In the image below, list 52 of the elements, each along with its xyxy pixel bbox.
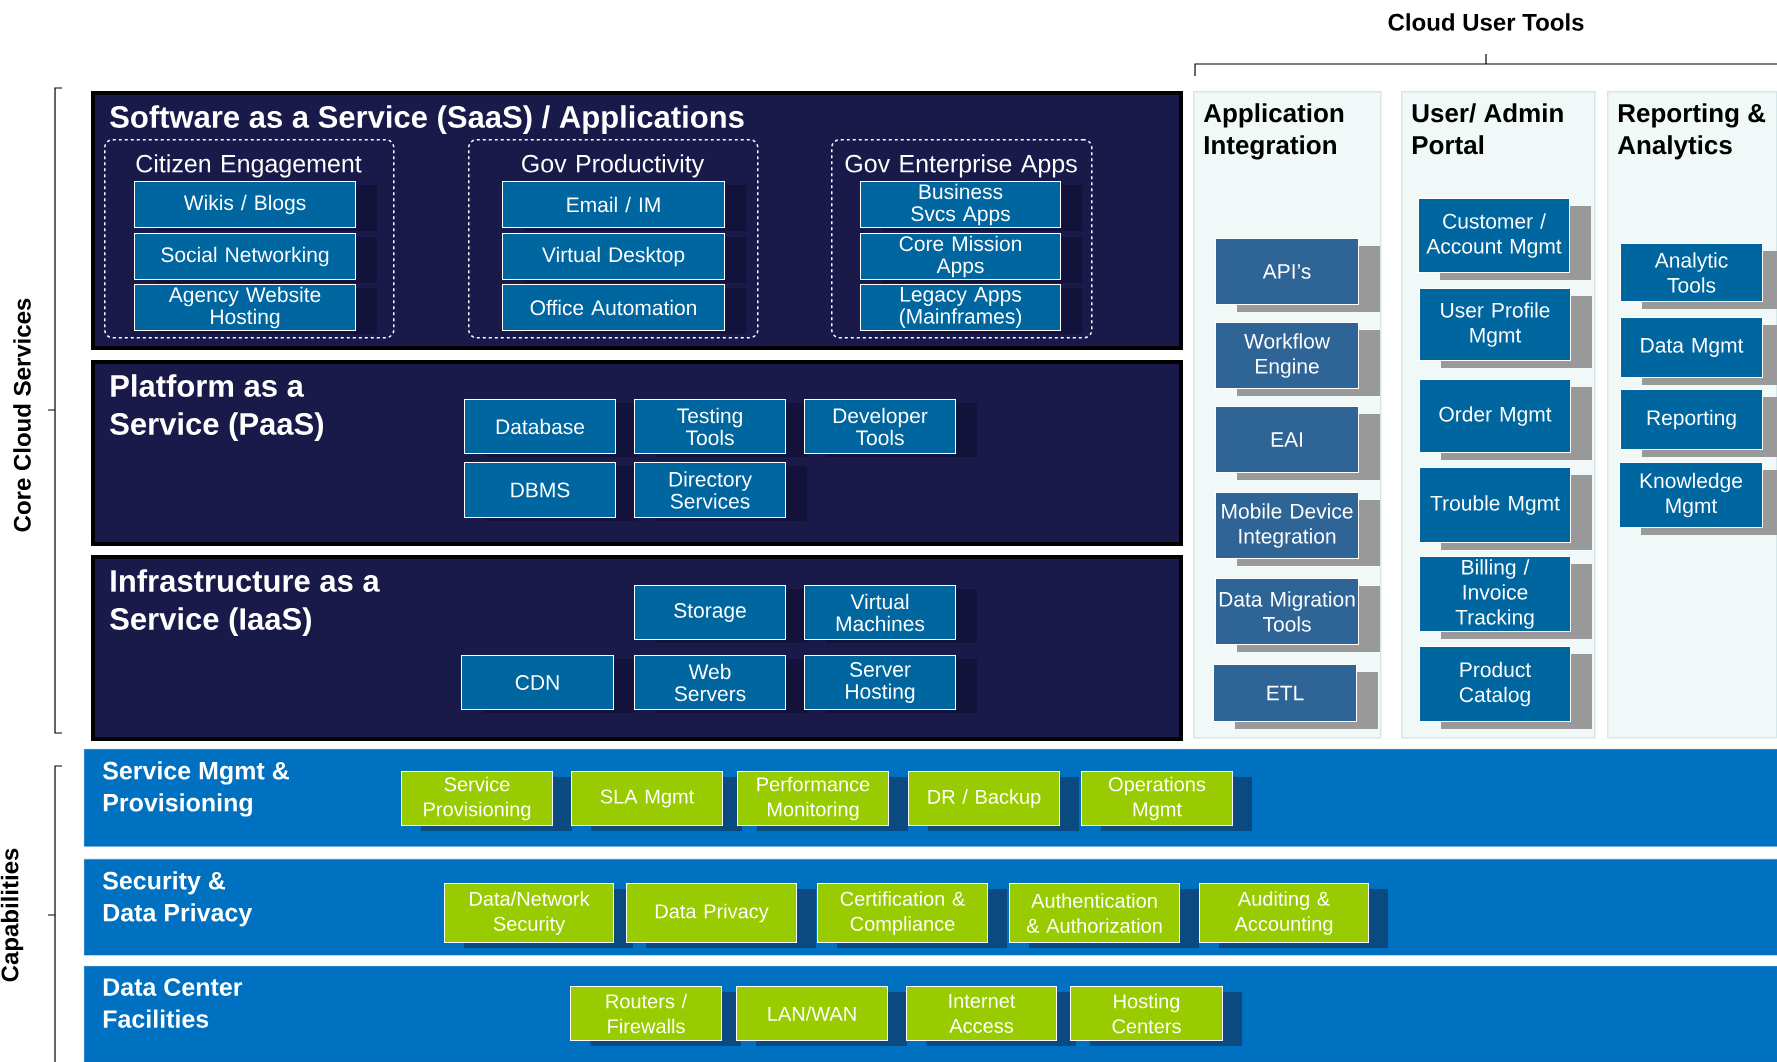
tool-box: Product Catalog (1419, 646, 1592, 729)
capability-box: Performance Monitoring (737, 771, 908, 831)
tool-box: Analytic Tools (1620, 243, 1777, 309)
service-box: Testing Tools (634, 399, 807, 457)
service-box: Web Servers (634, 655, 807, 713)
service-box: Core Mission Apps (860, 233, 1082, 283)
capability-box: Certification & Compliance (817, 883, 1007, 948)
service-box: Agency Website Hosting (134, 284, 377, 334)
capability-box: Data/Network Security (444, 883, 633, 948)
service-box: Wikis / Blogs (134, 181, 377, 231)
service-box: Directory Services (634, 462, 807, 521)
service-box: Office Automation (502, 284, 746, 334)
capability-box: Authentication & Authorization (1009, 883, 1199, 948)
capability-box: Service Provisioning (401, 771, 572, 831)
service-box: CDN (461, 655, 635, 713)
service-box: Database (464, 399, 637, 457)
tool-box: Knowledge Mgmt (1619, 462, 1777, 535)
service-box: Email / IM (502, 181, 746, 231)
service-box: DBMS (464, 462, 637, 521)
tool-box: Data Migration Tools (1215, 578, 1380, 652)
service-box: Virtual Machines (804, 585, 977, 643)
service-box: Social Networking (134, 233, 377, 283)
group-label: Core Cloud Services (13, 298, 31, 532)
capability-box: Operations Mgmt (1081, 771, 1252, 831)
capability-box: LAN/WAN (736, 986, 907, 1046)
service-box: Server Hosting (804, 655, 977, 713)
tool-box: API’s (1215, 238, 1380, 312)
service-box: Business Svcs Apps (860, 181, 1082, 231)
service-box: Storage (634, 585, 807, 643)
tool-box: Workflow Engine (1215, 322, 1380, 396)
tool-box: Billing / Invoice Tracking (1419, 556, 1592, 639)
capability-box: Internet Access (906, 986, 1076, 1046)
capability-box: Hosting Centers (1070, 986, 1242, 1046)
service-box: Legacy Apps (Mainframes) (860, 284, 1082, 334)
capability-box: Routers / Firewalls (570, 986, 741, 1046)
tool-box: Customer / Account Mgmt (1418, 198, 1591, 280)
tool-box: Reporting (1620, 389, 1777, 457)
group-label: Capabilities (0, 848, 24, 982)
service-box: Virtual Desktop (502, 233, 746, 283)
tool-box: EAI (1215, 406, 1380, 480)
capability-box: Auditing & Accounting (1199, 883, 1388, 948)
tool-box: ETL (1213, 664, 1378, 729)
tool-box: Trouble Mgmt (1419, 467, 1592, 550)
capability-box: DR / Backup (908, 771, 1079, 831)
capability-box: Data Privacy (626, 883, 816, 948)
service-box: Developer Tools (804, 399, 977, 457)
capability-box: SLA Mgmt (571, 771, 742, 831)
tool-box: Data Mgmt (1620, 317, 1777, 385)
tool-box: User Profile Mgmt (1419, 288, 1592, 368)
tool-box: Order Mgmt (1419, 379, 1592, 460)
tool-box: Mobile Device Integration (1215, 492, 1380, 566)
group-label: Cloud User Tools (1388, 13, 1584, 31)
